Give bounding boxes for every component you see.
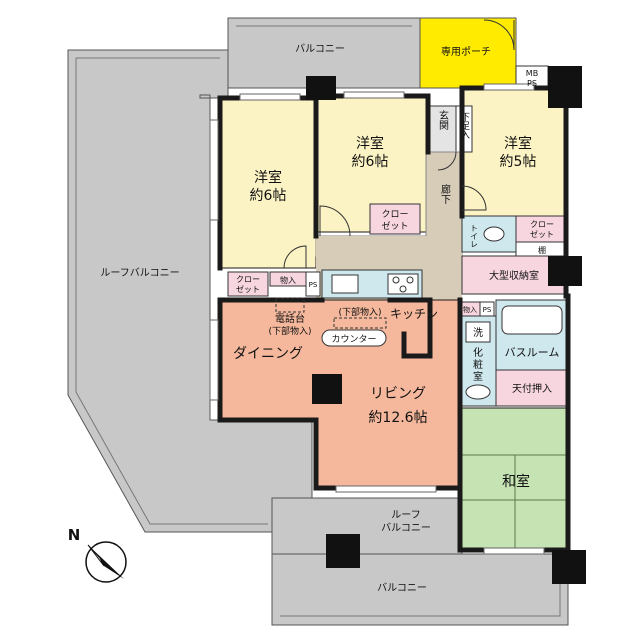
closet-right-label-1: クロー (530, 220, 554, 229)
porch-label: 専用ポーチ (441, 46, 491, 58)
wash-label: 洗 (473, 327, 483, 339)
ps-label: PS (527, 79, 537, 88)
closet-right-label-2: ゼット (530, 229, 554, 239)
balconies (67, 17, 569, 626)
stove (387, 273, 419, 295)
balcony-bottom-label: バルコニー (377, 582, 427, 594)
entrance-label: 玄関 (437, 109, 449, 131)
closet-left-label-1: クロー (236, 275, 260, 284)
western-room-center-name: 洋室 (356, 135, 384, 152)
closet-center-label-2: ゼット (381, 220, 408, 232)
ps-small-label: PS (309, 281, 318, 289)
closet-center-label-1: クロー (381, 209, 408, 220)
balcony-bottom-area (271, 553, 569, 626)
sink (331, 274, 359, 294)
western-room-right-size: 約5帖 (500, 154, 537, 170)
balcony-railings (75, 25, 561, 617)
mb-label: MB (526, 69, 538, 78)
roof-balcony-bottom-label-1: ルーフ (391, 510, 420, 521)
vanity-label-2: 粧 (473, 358, 483, 371)
western-room-center-size: 約6帖 (352, 154, 389, 170)
labels: バルコニー 専用ポーチ MB PS ルーフバルコニー 洋室 約6帖 洋室 約6帖… (100, 43, 559, 594)
western-room-left-size: 約6帖 (250, 188, 287, 204)
columns (306, 66, 586, 584)
dashed-marks (275, 297, 387, 329)
bathtub (501, 305, 563, 335)
compass-icon: N (68, 526, 127, 583)
roof-balcony-left-label: ルーフバルコニー (100, 267, 179, 279)
living-name: リビング (370, 386, 426, 402)
toilet-area (461, 215, 517, 253)
wash-basin (465, 384, 491, 400)
counter-shape (321, 329, 387, 347)
porch-area (419, 17, 517, 89)
balcony-top-label: バルコニー (295, 43, 345, 55)
western-room-right-name: 洋室 (504, 135, 532, 152)
western-room-left-area (219, 97, 317, 269)
shoe-storage-label: 下足入 (459, 112, 470, 139)
windows (209, 83, 545, 555)
large-storage-label: 大型収納室 (489, 269, 539, 282)
shelf-label: 棚 (538, 245, 546, 255)
counter-label: カウンター (331, 334, 376, 345)
vanity-label-3: 室 (473, 370, 483, 383)
closet-center-area (369, 203, 421, 235)
closet-left-label-2: ゼット (236, 284, 260, 294)
closet-left-area (227, 271, 269, 297)
door-swings (283, 19, 515, 269)
under-storage-label: (下部物入) (338, 306, 381, 318)
living-size: 約12.6帖 (368, 410, 427, 426)
bathroom-label: バスルーム (505, 346, 560, 359)
dining-label: ダイニング (233, 346, 303, 362)
ceiling-closet-area (495, 369, 569, 407)
western-room-right-area (461, 87, 567, 217)
kitchen-label: キッチン (390, 307, 438, 321)
ceiling-closet-label: 天付押入 (512, 382, 552, 395)
storage-small-label: 物入 (280, 275, 296, 285)
ps-small-area (305, 271, 321, 297)
ps-small-2-label: PS (483, 306, 492, 314)
toilet-bowl (483, 226, 505, 242)
roof-balcony-bottom-label-2: バルコニー (381, 522, 431, 534)
japanese-room-label: 和室 (502, 473, 530, 490)
roof-balcony-bottom-area (271, 497, 463, 555)
western-room-left-name: 洋室 (254, 169, 282, 186)
toilet-label: トイレ (470, 224, 479, 248)
tatami-lines (462, 454, 568, 550)
phone-stand-label-1: 電話台 (275, 312, 305, 325)
corridor-label: 廊下 (439, 183, 451, 205)
living-bay (316, 420, 460, 488)
washer (465, 321, 491, 343)
phone-stand-label-2: (下部物入) (268, 325, 311, 337)
vanity-label-1: 化 (473, 346, 483, 359)
storage-small-2-label: 物入 (463, 305, 477, 314)
compass-north-label: N (68, 526, 81, 544)
